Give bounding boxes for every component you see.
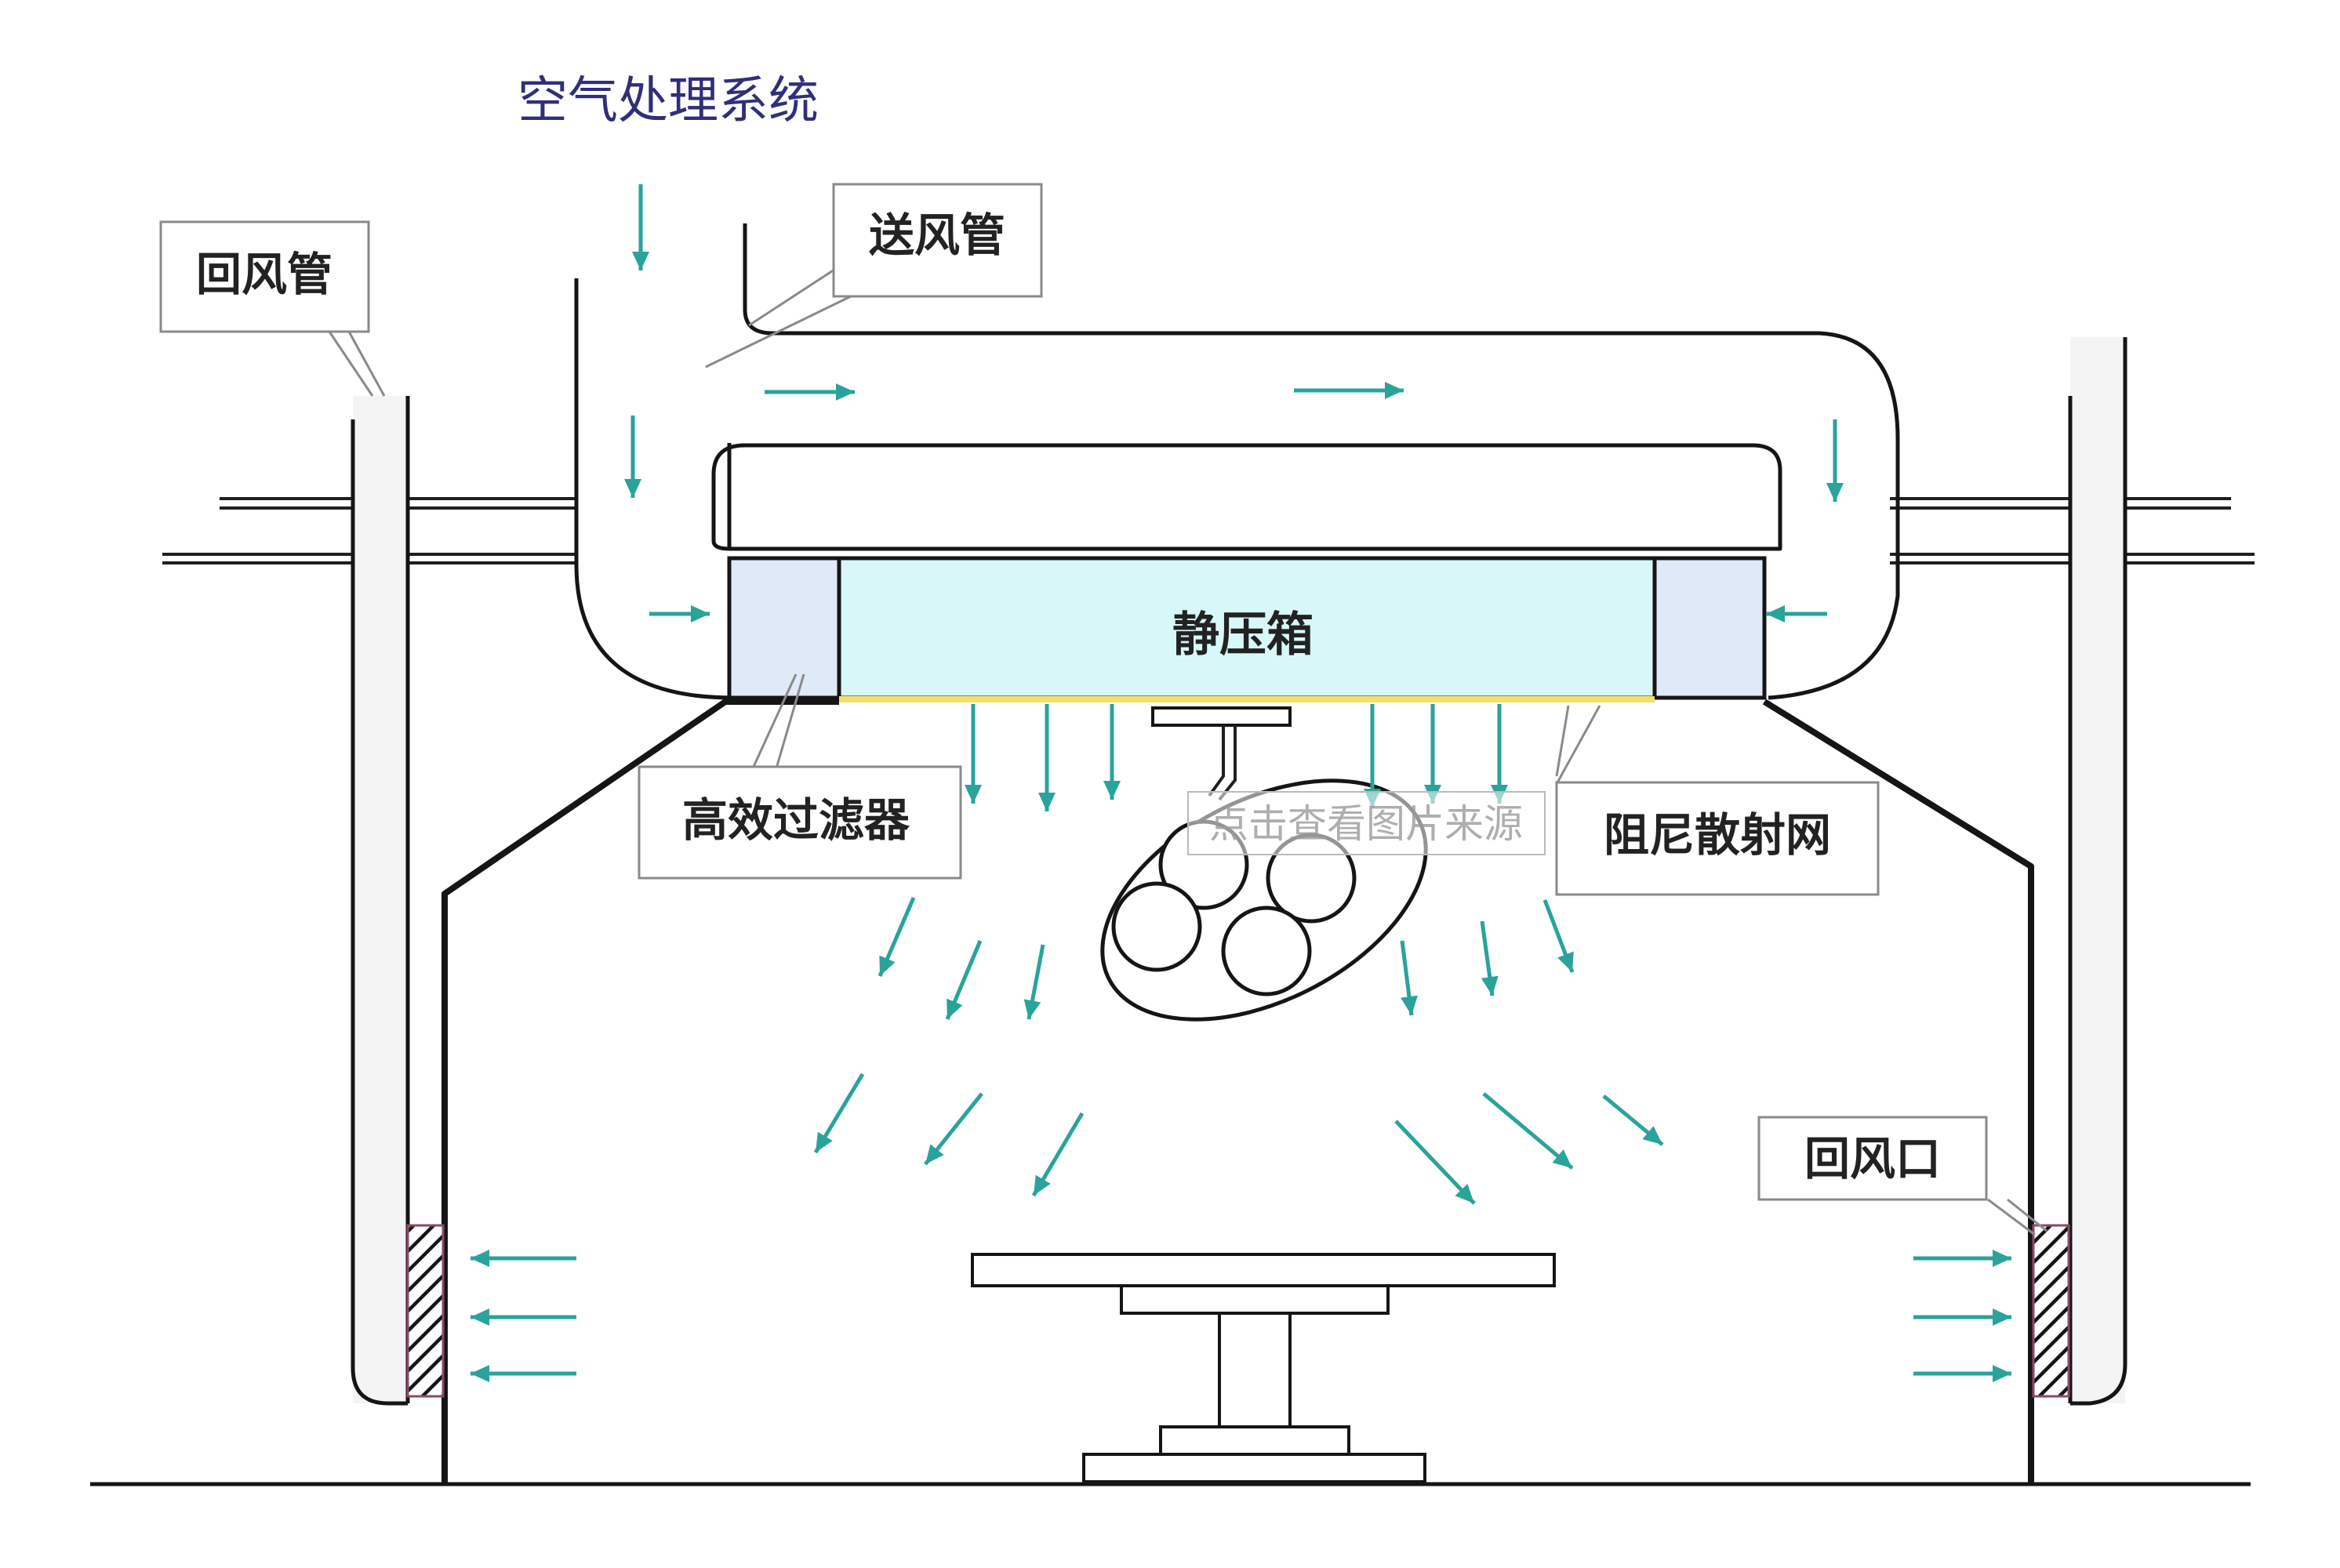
callout-return-vent-label: 回风口 bbox=[1804, 1132, 1941, 1185]
plenum-box-label: 静压箱 bbox=[1172, 608, 1314, 662]
airflow-arrow bbox=[1491, 704, 1508, 804]
airflow-arrow bbox=[945, 940, 983, 1020]
airflow-arrow bbox=[632, 184, 649, 270]
callout-return-duct: 回风管 bbox=[159, 220, 386, 397]
airflow-arrow bbox=[471, 1250, 576, 1267]
airflow-arrow bbox=[1482, 1092, 1574, 1170]
airflow-arrow bbox=[1400, 940, 1418, 1016]
airflow-arrow bbox=[1913, 1365, 2011, 1382]
callout-hepa-filter-label: 高效过滤器 bbox=[682, 793, 910, 847]
hepa-filter-left bbox=[727, 556, 841, 700]
airflow-arrow bbox=[1913, 1250, 2011, 1267]
ceiling-lines bbox=[162, 497, 2255, 564]
airflow-arrow bbox=[624, 416, 641, 498]
airflow-arrow bbox=[924, 1092, 983, 1166]
airflow-arrow bbox=[813, 1073, 865, 1154]
return-vent-left bbox=[406, 1224, 445, 1398]
airflow-arrow bbox=[471, 1308, 576, 1326]
hepa-filter-right bbox=[1652, 556, 1767, 700]
callout-supply-duct-label: 送风管 bbox=[869, 209, 1005, 262]
plenum-assembly: 静压箱 bbox=[727, 556, 1767, 702]
airflow-arrow bbox=[1913, 1308, 2011, 1326]
airflow-arrow bbox=[1602, 1094, 1664, 1146]
watermark-text: 点击查看图片来源 bbox=[1209, 801, 1523, 847]
airflow-arrow bbox=[1542, 899, 1575, 973]
right-return-duct bbox=[2068, 337, 2127, 1406]
airflow-arrow bbox=[765, 383, 855, 401]
airflow-arrow bbox=[1766, 605, 1827, 622]
airflow-arrow bbox=[1023, 944, 1045, 1020]
airflow-arrow bbox=[1424, 704, 1441, 804]
airflow-arrows bbox=[471, 184, 2011, 1382]
airflow-arrow bbox=[965, 704, 982, 804]
callout-hepa-filter: 高效过滤器 bbox=[638, 673, 962, 880]
airflow-arrow bbox=[878, 897, 916, 977]
callout-damping-mesh: 阻尼散射网 bbox=[1555, 705, 1880, 896]
airflow-arrow bbox=[1294, 382, 1404, 399]
return-vent-right bbox=[2032, 1224, 2070, 1398]
diagram-title: 空气处理系统 bbox=[518, 72, 819, 130]
surgical-lamp bbox=[1100, 706, 1428, 1022]
left-return-duct bbox=[351, 396, 410, 1406]
airflow-arrow bbox=[1394, 1120, 1476, 1205]
airflow-arrow bbox=[1031, 1112, 1085, 1197]
supply-duct bbox=[574, 223, 1900, 700]
airflow-arrow bbox=[1038, 704, 1056, 811]
callout-supply-duct: 送风管 bbox=[705, 183, 1043, 368]
airflow-arrow bbox=[1480, 920, 1499, 996]
plenum-box bbox=[837, 556, 1657, 700]
operating-table bbox=[971, 1253, 1556, 1483]
watermark: 点击查看图片来源 bbox=[1187, 791, 1546, 855]
airflow-arrow bbox=[1826, 419, 1844, 502]
airflow-arrow bbox=[471, 1365, 576, 1382]
callout-return-vent: 回风口 bbox=[1757, 1116, 2048, 1236]
airflow-arrow bbox=[649, 605, 710, 622]
callout-return-duct-label: 回风管 bbox=[196, 248, 332, 301]
airflow-arrow bbox=[1103, 704, 1121, 800]
callout-damping-mesh-label: 阻尼散射网 bbox=[1604, 808, 1831, 862]
